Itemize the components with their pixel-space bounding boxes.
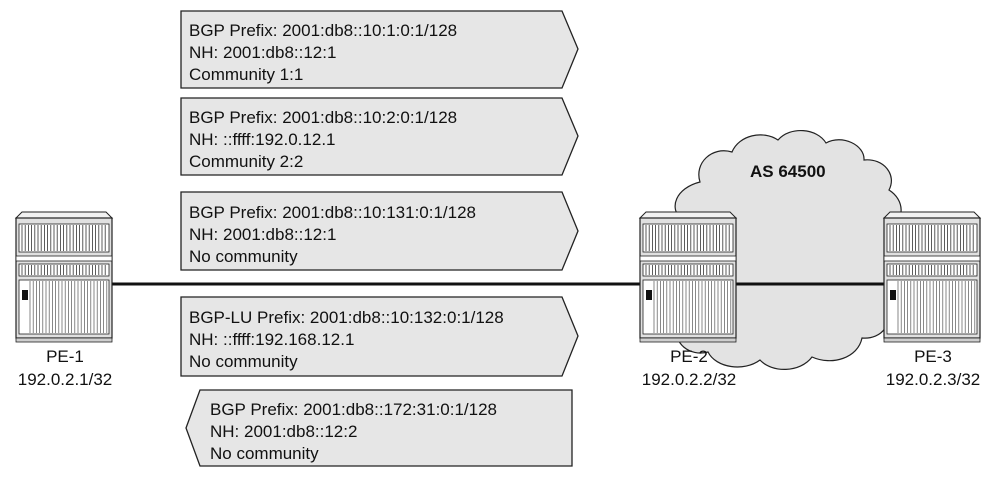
- pe3-address: 192.0.2.3/32: [886, 370, 981, 389]
- bgp-message-5-return: BGP Prefix: 2001:db8::172:31:0:1/128 NH:…: [185, 389, 573, 467]
- router-pe1: [14, 211, 114, 343]
- bgp-message-3-line-1: BGP Prefix: 2001:db8::10:131:0:1/128: [189, 203, 476, 222]
- bgp-message-1-line-2: NH: 2001:db8::12:1: [189, 43, 336, 62]
- as-cloud-label: AS 64500: [750, 162, 826, 181]
- pe1-name: PE-1: [46, 347, 84, 366]
- bgp-message-3: BGP Prefix: 2001:db8::10:131:0:1/128 NH:…: [180, 191, 579, 271]
- bgp-message-3-line-2: NH: 2001:db8::12:1: [189, 225, 336, 244]
- bgp-message-2-line-2: NH: ::ffff:192.0.12.1: [189, 130, 336, 149]
- bgp-message-1: BGP Prefix: 2001:db8::10:1:0:1/128 NH: 2…: [180, 10, 579, 89]
- pe1-address: 192.0.2.1/32: [18, 370, 113, 389]
- bgp-message-5-line-3: No community: [210, 444, 319, 463]
- bgp-message-5-line-2: NH: 2001:db8::12:2: [210, 422, 357, 441]
- bgp-message-1-line-1: BGP Prefix: 2001:db8::10:1:0:1/128: [189, 21, 457, 40]
- pe3-name: PE-3: [914, 347, 952, 366]
- bgp-lu-message-4-line-3: No community: [189, 352, 298, 371]
- bgp-message-3-line-3: No community: [189, 247, 298, 266]
- bgp-lu-message-4-line-2: NH: ::ffff:192.168.12.1: [189, 330, 354, 349]
- bgp-message-2-line-1: BGP Prefix: 2001:db8::10:2:0:1/128: [189, 108, 457, 127]
- bgp-message-1-line-3: Community 1:1: [189, 65, 303, 84]
- bgp-message-5-line-1: BGP Prefix: 2001:db8::172:31:0:1/128: [210, 400, 497, 419]
- pe2-address: 192.0.2.2/32: [642, 370, 737, 389]
- router-pe2: [638, 211, 738, 343]
- pe2-name: PE-2: [670, 347, 708, 366]
- router-pe3: [882, 211, 982, 343]
- bgp-lu-message-4-line-1: BGP-LU Prefix: 2001:db8::10:132:0:1/128: [189, 308, 504, 327]
- bgp-message-2-line-3: Community 2:2: [189, 152, 303, 171]
- bgp-message-2: BGP Prefix: 2001:db8::10:2:0:1/128 NH: :…: [180, 97, 579, 176]
- bgp-lu-message-4: BGP-LU Prefix: 2001:db8::10:132:0:1/128 …: [180, 296, 579, 377]
